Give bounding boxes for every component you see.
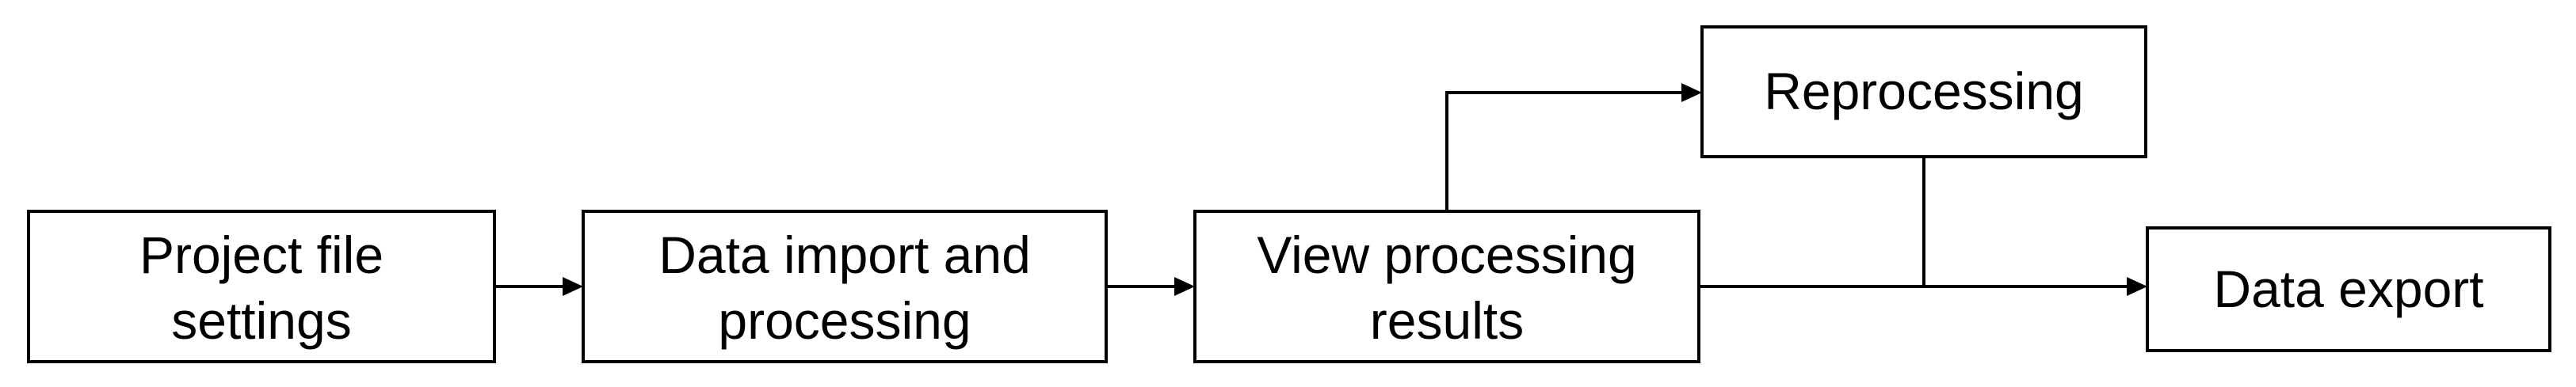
node-data-import: Data import and processing: [582, 210, 1108, 363]
node-project-file-settings: Project file settings: [27, 210, 496, 363]
node-data-export-box: [2146, 226, 2551, 352]
node-view-results-label-line1: View processing: [1257, 226, 1636, 284]
arrowhead-import: [563, 277, 583, 296]
node-data-export: Data export: [2146, 226, 2551, 352]
edge-project-to-import: [494, 277, 583, 296]
edge-view-to-reprocessing-line: [1445, 91, 1683, 211]
node-reprocessing: Reprocessing: [1700, 25, 2147, 158]
edge-view-to-export: [1699, 277, 2147, 296]
node-reprocessing-box: [1700, 25, 2147, 158]
edge-view-to-reprocessing: [1445, 83, 1702, 211]
node-project-file-settings-box: [27, 210, 496, 363]
arrowhead-reprocessing: [1681, 83, 1702, 102]
node-data-import-label-line1: Data import and: [658, 226, 1031, 284]
arrowhead-view: [1174, 277, 1195, 296]
node-data-import-label-line2: processing: [718, 291, 971, 350]
node-view-results-label-line2: results: [1370, 291, 1524, 350]
node-data-import-box: [582, 210, 1108, 363]
node-project-file-settings-label-line2: settings: [171, 291, 351, 350]
arrowhead-export: [2127, 277, 2147, 296]
edge-import-to-view: [1106, 277, 1195, 296]
node-project-file-settings-label-line1: Project file: [139, 226, 384, 284]
node-view-results: View processing results: [1193, 210, 1700, 363]
node-reprocessing-label: Reprocessing: [1764, 62, 2084, 120]
node-data-export-label: Data export: [2213, 260, 2483, 318]
